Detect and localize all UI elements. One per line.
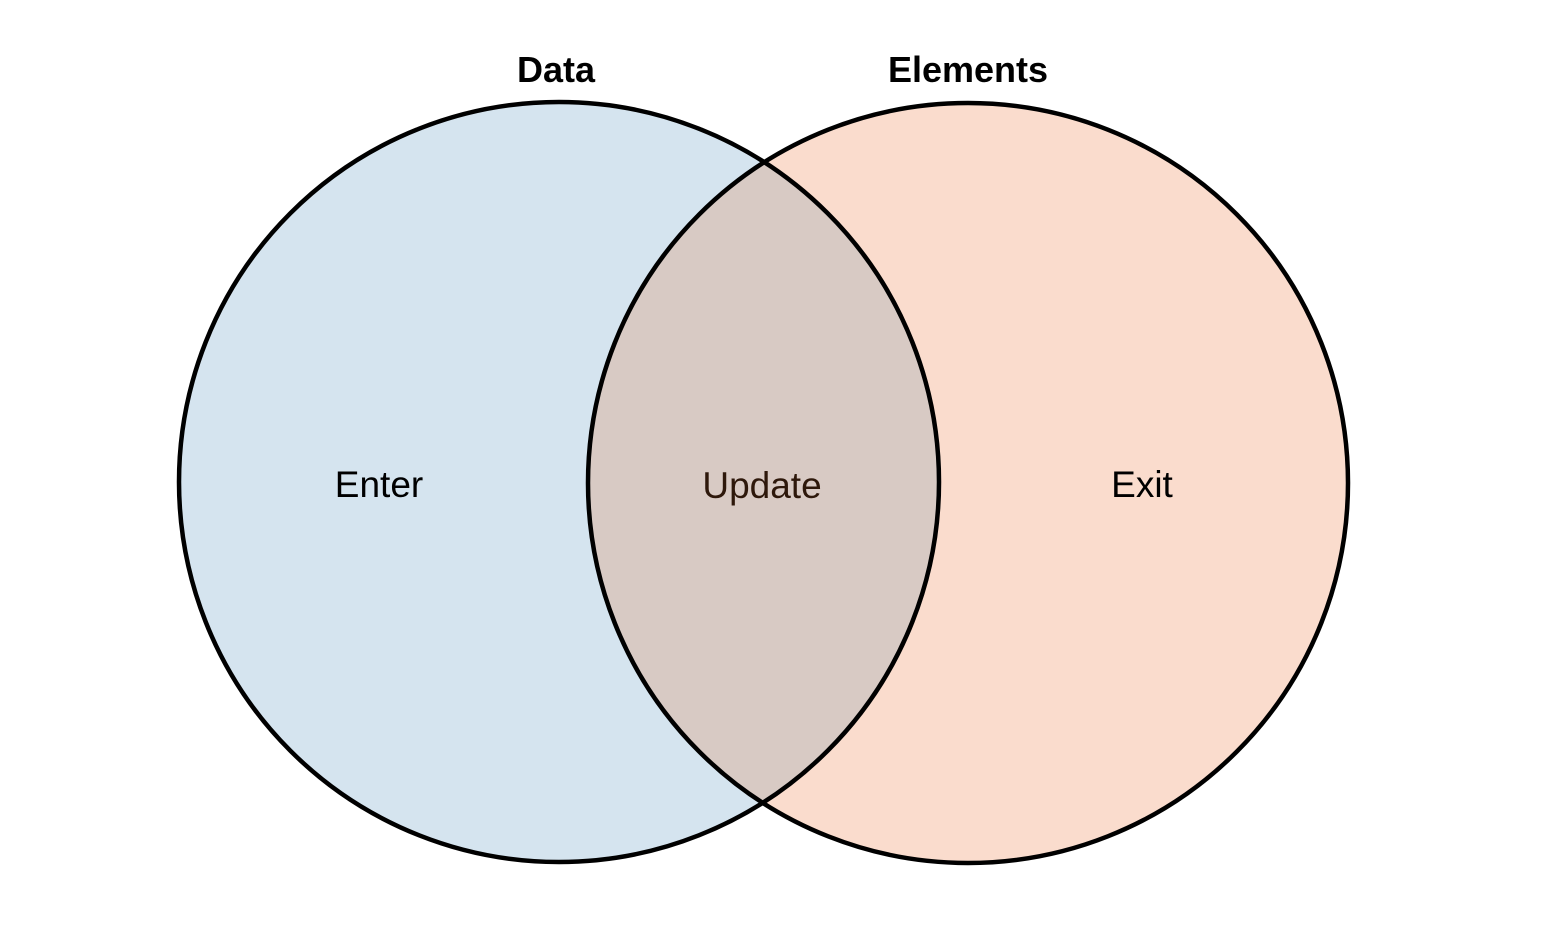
enter-label: Enter (335, 464, 423, 505)
data-circle-title: Data (517, 49, 596, 90)
intersection-fill (588, 103, 939, 862)
data-circle-outline (176, 99, 942, 865)
intersection-region (588, 103, 939, 862)
elements-circle-outline (585, 100, 1351, 866)
update-label: Update (702, 465, 821, 506)
exit-label: Exit (1111, 464, 1173, 505)
elements-circle-title: Elements (888, 49, 1048, 90)
